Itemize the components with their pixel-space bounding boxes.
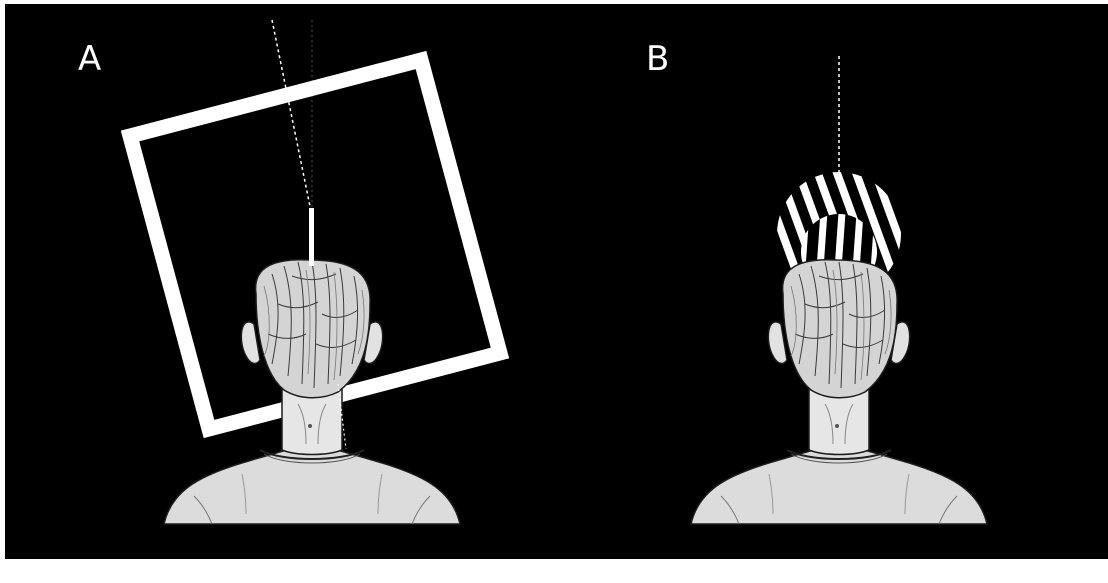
panel-b xyxy=(691,56,987,524)
observer-figure-a xyxy=(164,260,460,524)
observer-figure-b xyxy=(691,260,987,524)
figure-canvas: A B xyxy=(5,4,1108,559)
panel-a xyxy=(130,20,500,524)
diagram-svg xyxy=(5,4,1108,559)
probe-rod xyxy=(309,208,314,266)
tilted-dotted-line xyxy=(272,20,312,216)
